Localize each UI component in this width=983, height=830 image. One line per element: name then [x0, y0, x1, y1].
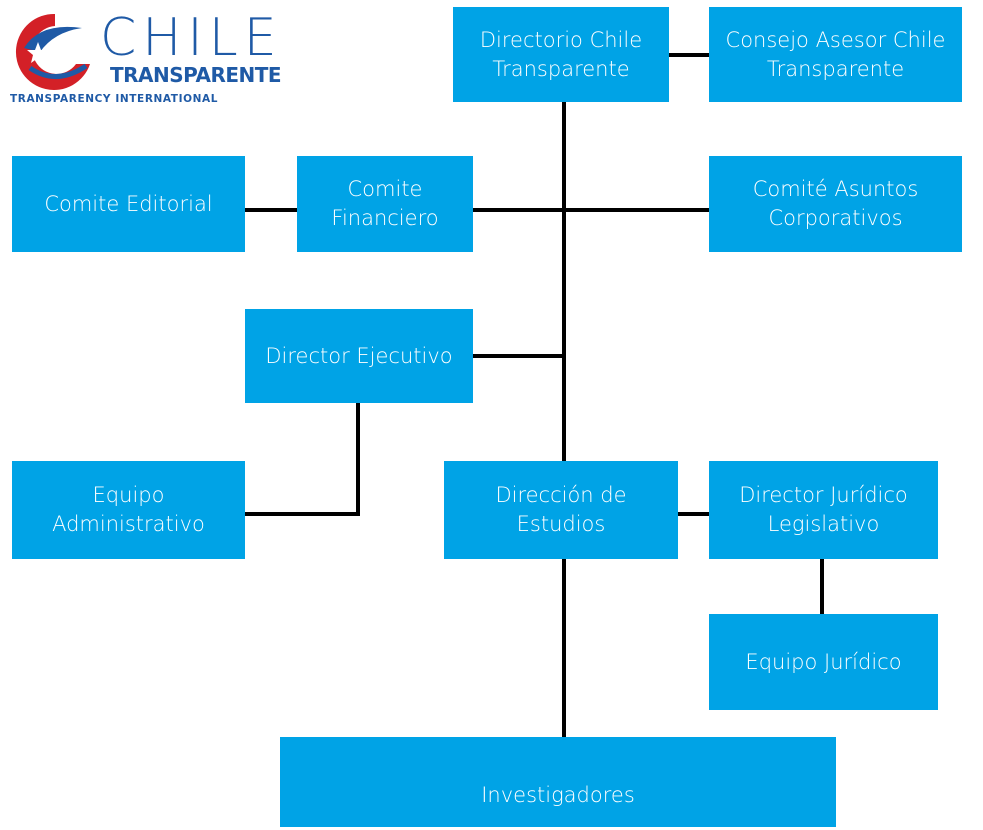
- node-consejo-asesor: Consejo Asesor Chile Transparente: [709, 7, 962, 102]
- node-equipo-juridico: Equipo Jurídico: [709, 614, 938, 710]
- node-comite-asuntos-corporativos: Comité Asuntos Corporativos: [709, 156, 962, 252]
- chile-transparente-logo: CHILE TRANSPARENTE TRANSPARENCY INTERNAT…: [8, 8, 282, 108]
- node-investigadores: Investigadores: [280, 737, 836, 827]
- node-direccion-de-estudios: Dirección de Estudios: [444, 461, 678, 559]
- logo-wordmark: CHILE: [100, 8, 283, 68]
- node-label: Equipo Jurídico: [745, 649, 902, 674]
- node-comite-editorial: Comite Editorial: [12, 156, 245, 252]
- node-label: Equipo Administrativo: [52, 483, 205, 536]
- node-label: Investigadores: [481, 782, 635, 807]
- logo-emblem-icon: [15, 13, 91, 90]
- logo-subtitle: TRANSPARENTE: [110, 63, 282, 87]
- node-equipo-administrativo: Equipo Administrativo: [12, 461, 245, 559]
- node-label: Director Jurídico Legislativo: [739, 483, 908, 536]
- node-label: Director Ejecutivo: [265, 343, 453, 368]
- node-label: Comité Asuntos Corporativos: [752, 177, 919, 230]
- node-label: Consejo Asesor Chile Transparente: [725, 27, 946, 81]
- node-director-ejecutivo: Director Ejecutivo: [245, 309, 473, 403]
- node-label: Directorio Chile Transparente: [479, 27, 643, 81]
- node-label: Comite Financiero: [331, 177, 439, 230]
- node-comite-financiero: Comite Financiero: [297, 156, 473, 252]
- node-label: Comite Editorial: [44, 191, 213, 216]
- node-label: Dirección de Estudios: [495, 483, 627, 536]
- node-director-juridico-legislativo: Director Jurídico Legislativo: [709, 461, 938, 559]
- node-directorio-chile-transparente: Directorio Chile Transparente: [453, 7, 669, 102]
- logo-tagline: TRANSPARENCY INTERNATIONAL: [10, 93, 219, 105]
